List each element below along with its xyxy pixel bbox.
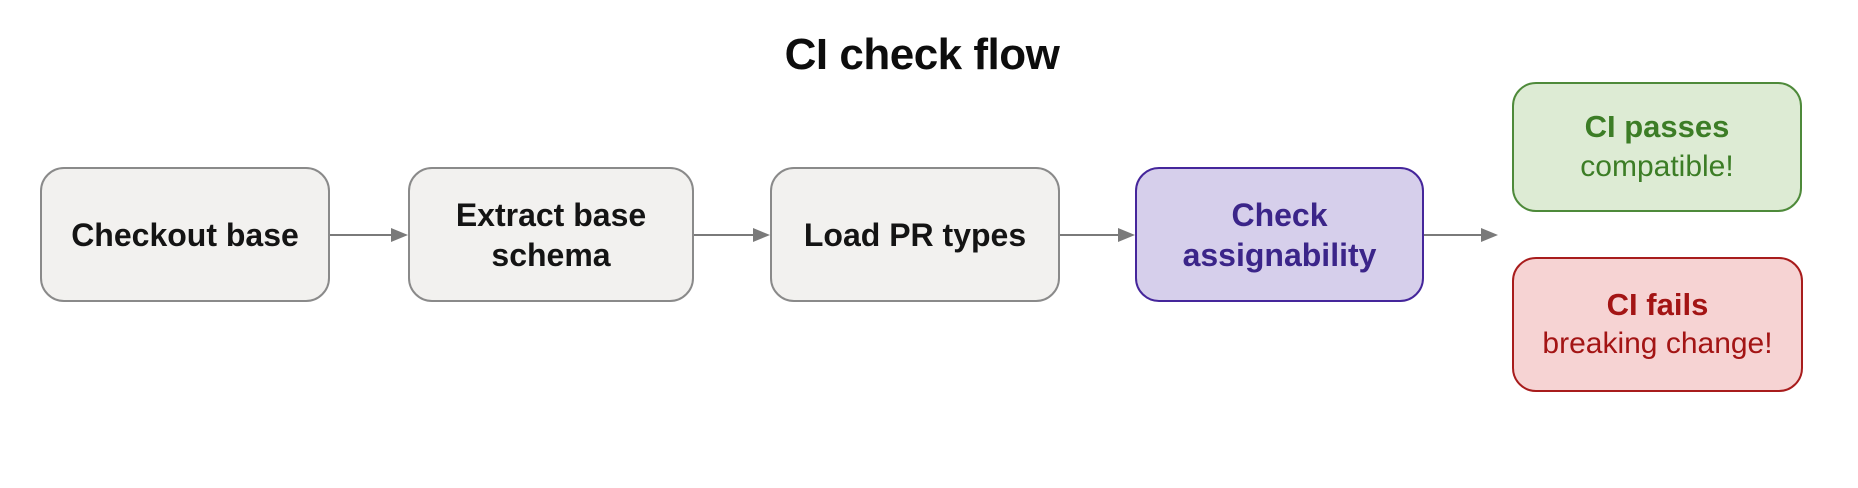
node-ci-passes: CI passes compatible! — [1512, 82, 1802, 212]
arrow-line — [694, 233, 753, 237]
flow-arrow-1 — [330, 227, 408, 243]
outcome-label: CI fails — [1606, 286, 1709, 322]
arrow-head-icon — [1118, 228, 1135, 242]
arrow-line — [1424, 233, 1481, 237]
outcome-detail: breaking change! — [1542, 327, 1773, 361]
node-label: Check assignability — [1182, 196, 1377, 273]
node-check-assignability: Check assignability — [1135, 167, 1424, 302]
outcome-detail: compatible! — [1580, 149, 1734, 183]
diagram-title: CI check flow — [784, 30, 1060, 79]
node-label: Load PR types — [803, 216, 1027, 253]
node-checkout-base: Checkout base — [40, 167, 330, 302]
flow-arrow-4 — [1424, 227, 1498, 243]
arrow-head-icon — [391, 228, 408, 242]
node-extract-base-schema: Extract base schema — [408, 167, 694, 302]
arrow-head-icon — [1481, 228, 1498, 242]
arrow-head-icon — [753, 228, 770, 242]
arrow-line — [1060, 233, 1118, 237]
node-load-pr-types: Load PR types — [770, 167, 1060, 302]
flow-arrow-2 — [694, 227, 770, 243]
outcome-label: CI passes — [1584, 109, 1730, 145]
arrow-line — [330, 233, 391, 237]
node-label: Extract base schema — [455, 196, 647, 273]
flow-arrow-3 — [1060, 227, 1135, 243]
node-label: Checkout base — [71, 216, 299, 253]
node-ci-fails: CI fails breaking change! — [1512, 257, 1803, 392]
